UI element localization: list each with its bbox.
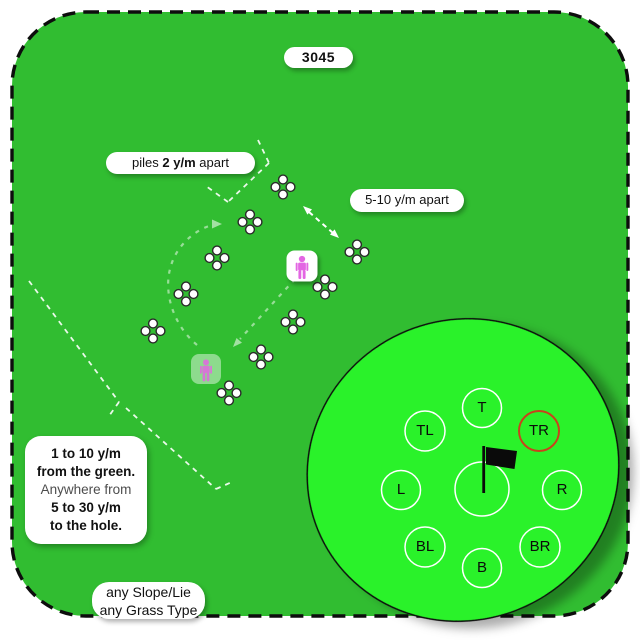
flag-icon (482, 446, 517, 493)
conditions-line-1: any Slope/Lie (106, 583, 191, 600)
green-position-l: L (396, 481, 406, 498)
player-2 (191, 354, 221, 384)
green-position-bl: BL (415, 538, 435, 555)
info-line: to the hole. (50, 518, 122, 533)
green-position-tl: TL (416, 422, 434, 439)
position-circle-t (461, 387, 503, 429)
green-position-tr: TR (529, 422, 549, 439)
green-position-t: T (477, 399, 487, 416)
pile-spacing-value: 2 y/m (162, 154, 196, 170)
position-circle-l (380, 469, 422, 511)
drill-number-badge: 3045 (284, 47, 353, 68)
spacing-arrow (303, 206, 339, 238)
conditions-line-2: any Grass Type (99, 601, 198, 618)
position-circle-b (461, 547, 503, 589)
row-spacing-label: 5-10 y/m apart (350, 189, 464, 212)
info-line: 5 to 30 y/m (51, 500, 121, 515)
player-route-arrowheads (212, 219, 242, 347)
pile-spacing-label: piles 2 y/m apart (106, 152, 255, 174)
info-line: from the green. (36, 464, 136, 479)
green-position-br: BR (529, 538, 551, 555)
position-circle-tr-highlighted (518, 410, 560, 452)
info-line: 1 to 10 y/m (51, 446, 121, 461)
pile-spacing-suffix: apart (199, 154, 229, 170)
position-circle-tl (404, 410, 446, 452)
position-circle-bl (404, 526, 446, 568)
position-circle-br (519, 526, 561, 568)
info-line: Anywhere from (40, 482, 132, 497)
player-route-path (167, 223, 296, 346)
distance-info-box: 1 to 10 y/m from the green. Anywhere fro… (25, 436, 147, 544)
hole-circle (454, 461, 510, 517)
area-corner-marks (28, 139, 270, 490)
green-position-r: R (556, 481, 568, 498)
pile-spacing-prefix: piles (132, 154, 159, 170)
player-1 (286, 250, 318, 282)
conditions-label: any Slope/Lie any Grass Type (92, 582, 205, 619)
position-circle-r (541, 469, 583, 511)
position-circles (380, 387, 583, 589)
green-position-b: B (476, 559, 487, 576)
